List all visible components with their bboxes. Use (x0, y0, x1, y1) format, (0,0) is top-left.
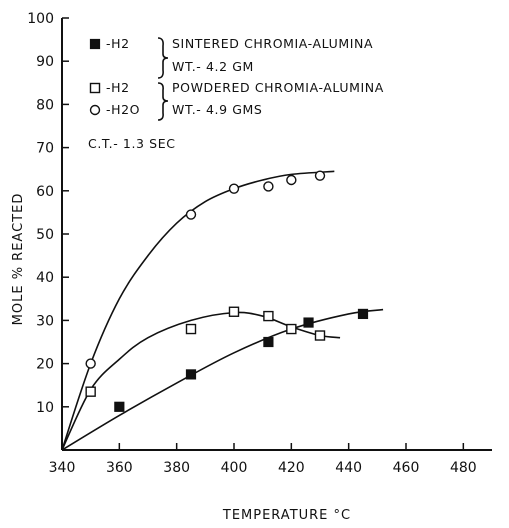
y-tick-label: 70 (36, 141, 54, 157)
series-2-point (228, 183, 240, 194)
x-tick-label: 380 (163, 460, 190, 476)
curves (61, 170, 384, 451)
series-2-point (85, 358, 96, 369)
series-0-point (185, 369, 197, 380)
legend-text-3: WT.- 4.9 GMS (172, 102, 262, 117)
axes: 340 360 380 400 420 440 460 480 10 20 30 40 50 60 70 80… (27, 11, 492, 476)
y-tick-label: 40 (36, 270, 54, 286)
series-1-point (286, 323, 297, 335)
x-tick-label: 440 (335, 460, 362, 476)
series-1-point (185, 323, 197, 335)
y-tick-label: 20 (36, 357, 54, 373)
x-tick-label: 340 (49, 460, 76, 476)
markers (85, 170, 369, 412)
y-tick-label: 10 (36, 400, 54, 416)
legend-marker-0 (89, 38, 101, 50)
series-2-point (263, 181, 274, 192)
series-0-point (357, 308, 369, 320)
series-2-curve (61, 170, 335, 451)
y-tick-label: 100 (27, 11, 54, 27)
legend-marker-3 (89, 104, 101, 116)
x-tick-label: 420 (278, 460, 305, 476)
y-tick-label: 80 (36, 97, 54, 113)
series-1-point (314, 330, 326, 341)
series-2-point (314, 170, 326, 181)
series-2-point (185, 209, 197, 220)
series-1-point (228, 306, 240, 317)
x-tick-label: 460 (393, 460, 420, 476)
series-2-point (286, 174, 297, 186)
legend-note: C.T.- 1.3 SEC (88, 136, 176, 151)
y-axis-label: MOLE % REACTED (11, 193, 26, 326)
y-tick-label: 50 (36, 227, 54, 243)
x-tick-label: 400 (221, 460, 248, 476)
legend-text-0: SINTERED CHROMIA-ALUMINA (172, 36, 373, 51)
legend-marker-2 (89, 82, 101, 94)
series-1-point (263, 310, 274, 322)
y-tick-label: 30 (36, 313, 54, 329)
series-0-point (303, 317, 314, 328)
y-tick-label: 90 (36, 54, 54, 70)
series-1-curve (61, 311, 341, 451)
y-tick-label: 60 (36, 184, 54, 200)
legend-text-1: WT.- 4.2 GM (172, 59, 254, 74)
x-tick-label: 360 (106, 460, 133, 476)
legend-symbol-3: -H2O (106, 102, 140, 117)
legend: -H2 SINTERED CHROMIA-ALUMINA WT.- 4.2 GM -H… (88, 36, 384, 151)
series-1-point (85, 386, 96, 397)
series-0-point (263, 336, 274, 348)
x-axis-label: TEMPERATURE °C (222, 508, 351, 523)
legend-text-2: POWDERED CHROMIA-ALUMINA (172, 80, 384, 95)
legend-brace-2 (157, 82, 169, 121)
series-0-point (114, 401, 125, 412)
legend-symbol-2: -H2 (106, 80, 130, 95)
legend-symbol-0: -H2 (106, 36, 130, 51)
series-0-curve (61, 308, 384, 451)
x-tick-label: 480 (450, 460, 477, 476)
legend-brace-1 (157, 37, 169, 79)
